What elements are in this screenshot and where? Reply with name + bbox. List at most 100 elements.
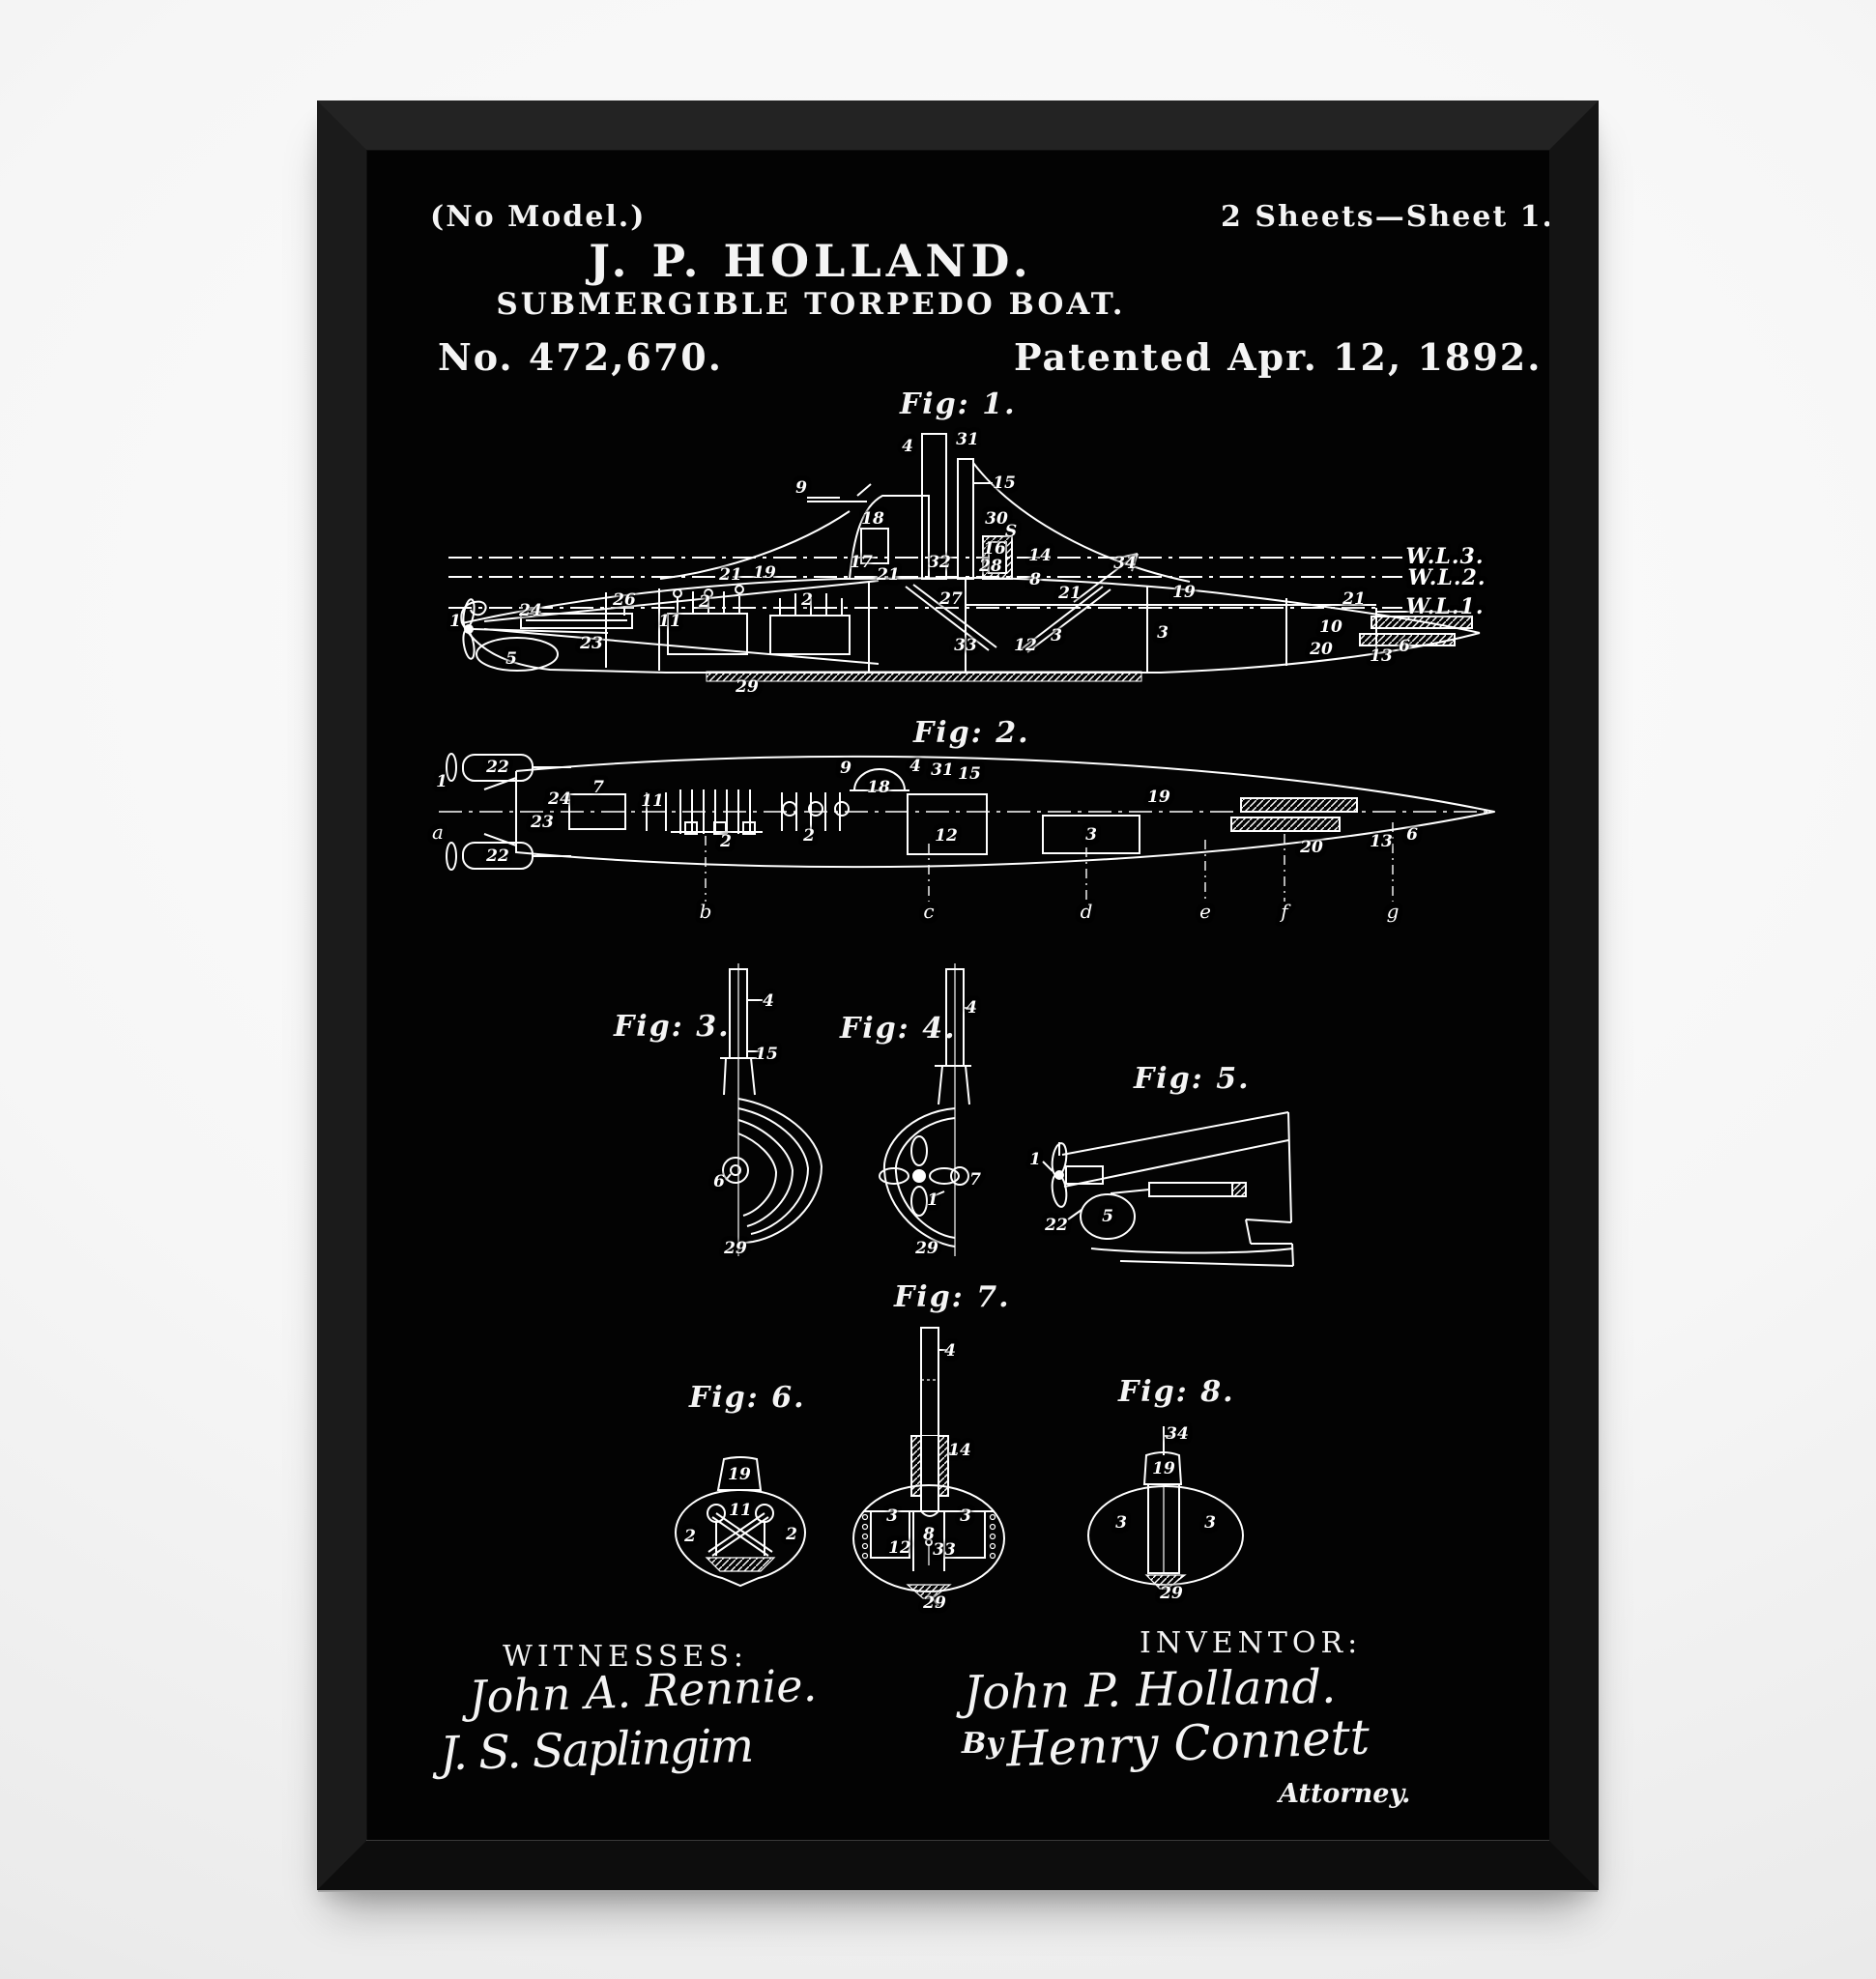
part-label-21: 21	[719, 565, 742, 585]
part-label-3: 3	[1051, 626, 1062, 645]
part-label-1: 1	[436, 772, 447, 791]
witnesses-heading: WITNESSES:	[503, 1640, 748, 1674]
part-label-4: 4	[902, 437, 913, 456]
inventor-heading: INVENTOR:	[1140, 1626, 1363, 1660]
part-label-12: 12	[1014, 636, 1037, 655]
patent-inventor-name: J. P. HOLLAND.	[589, 235, 1033, 287]
part-label-21: 21	[877, 565, 900, 585]
patent-date: Patented Apr. 12, 1892.	[1014, 335, 1543, 379]
part-label-11: 11	[658, 612, 681, 631]
part-label-27: 27	[939, 589, 963, 609]
part-label-3: 3	[1204, 1513, 1216, 1533]
part-label-15: 15	[755, 1045, 778, 1064]
part-label-3: 3	[960, 1506, 971, 1526]
fig7-caption: Fig: 7.	[894, 1280, 1011, 1314]
part-label-19: 19	[1152, 1459, 1175, 1478]
part-label-34: 34	[1113, 554, 1137, 573]
part-label-a: a	[432, 820, 444, 844]
part-label-W.L.2.: W.L.2.	[1407, 565, 1486, 590]
part-label-g: g	[1386, 900, 1400, 923]
part-label-S: S	[1004, 522, 1018, 541]
part-label-2: 2	[684, 1527, 696, 1546]
part-label-23: 23	[531, 813, 554, 832]
part-label-26: 26	[613, 590, 636, 610]
part-label-19: 19	[1172, 583, 1196, 602]
part-label-29: 29	[923, 1593, 946, 1613]
part-label-d: d	[1080, 900, 1093, 923]
part-label-11: 11	[641, 791, 664, 811]
attorney-label: Attorney.	[1279, 1779, 1411, 1809]
attorney-signature: Henry Connett	[1005, 1708, 1371, 1778]
part-label-15: 15	[993, 473, 1016, 493]
sheet-info: 2 Sheets—Sheet 1.	[1221, 200, 1549, 234]
part-label-3: 3	[1157, 623, 1169, 643]
patent-poster-paper: (No Model.) 2 Sheets—Sheet 1. J. P. HOLL…	[366, 150, 1549, 1841]
part-label-17: 17	[850, 553, 873, 572]
part-label-15: 15	[958, 764, 981, 784]
part-label-4: 4	[909, 757, 921, 776]
part-label-7: 7	[969, 1170, 981, 1190]
part-label-12: 12	[888, 1538, 911, 1558]
part-label-1: 1	[927, 1190, 938, 1210]
part-label-f: f	[1281, 900, 1288, 923]
fig5-linework	[1042, 1111, 1294, 1267]
fig6-caption: Fig: 6.	[689, 1381, 806, 1415]
by-label: By	[962, 1727, 1003, 1761]
part-label-31: 31	[956, 430, 979, 449]
part-label-21: 21	[1058, 584, 1082, 603]
part-label-22: 22	[1045, 1216, 1068, 1235]
part-label-3: 3	[1115, 1513, 1127, 1533]
fig4-linework	[879, 963, 975, 1256]
fig3-linework	[720, 963, 823, 1256]
fig6-linework	[674, 1456, 807, 1588]
part-label-4: 4	[763, 991, 774, 1011]
part-label-2: 2	[699, 592, 710, 612]
part-label-2: 2	[801, 590, 813, 610]
part-label-18: 18	[867, 778, 890, 797]
part-label-2: 2	[803, 826, 815, 846]
part-label-5: 5	[505, 649, 517, 669]
part-label-8: 8	[923, 1525, 935, 1544]
part-label-16: 16	[983, 539, 1006, 559]
part-label-18: 18	[861, 509, 884, 529]
part-label-24: 24	[519, 601, 542, 620]
part-label-29: 29	[736, 677, 759, 697]
picture-frame: (No Model.) 2 Sheets—Sheet 1. J. P. HOLL…	[317, 100, 1599, 1890]
part-label-11: 11	[729, 1501, 752, 1520]
part-label-33: 33	[954, 636, 977, 655]
part-label-7: 7	[592, 778, 604, 797]
part-label-13: 13	[1370, 646, 1393, 666]
fig2-linework	[439, 753, 1495, 902]
part-label-12: 12	[935, 826, 958, 846]
fig5-caption: Fig: 5.	[1134, 1062, 1251, 1096]
part-label-6: 6	[1399, 637, 1410, 656]
fig3-caption: Fig: 3.	[614, 1010, 731, 1044]
part-label-29: 29	[1160, 1584, 1183, 1603]
part-label-19: 19	[753, 563, 776, 583]
part-label-2: 2	[720, 832, 732, 851]
part-label-9: 9	[795, 478, 807, 498]
part-label-6: 6	[713, 1172, 725, 1191]
part-label-22: 22	[486, 758, 509, 777]
part-label-33: 33	[933, 1540, 956, 1560]
fig7-linework	[852, 1327, 1005, 1607]
part-label-14: 14	[948, 1441, 971, 1460]
part-label-19: 19	[728, 1465, 751, 1484]
part-label-19: 19	[1147, 788, 1170, 807]
part-label-31: 31	[931, 760, 954, 780]
part-label-9: 9	[840, 759, 851, 778]
fig8-caption: Fig: 8.	[1118, 1375, 1235, 1409]
fig4-caption: Fig: 4.	[840, 1012, 957, 1046]
part-label-21: 21	[1342, 589, 1366, 609]
part-label-3: 3	[1085, 825, 1097, 845]
part-label-b: b	[699, 900, 712, 923]
part-label-8: 8	[1029, 570, 1041, 589]
part-label-23: 23	[580, 634, 603, 653]
witness-signature-1: John A. Rennie.	[468, 1658, 818, 1724]
